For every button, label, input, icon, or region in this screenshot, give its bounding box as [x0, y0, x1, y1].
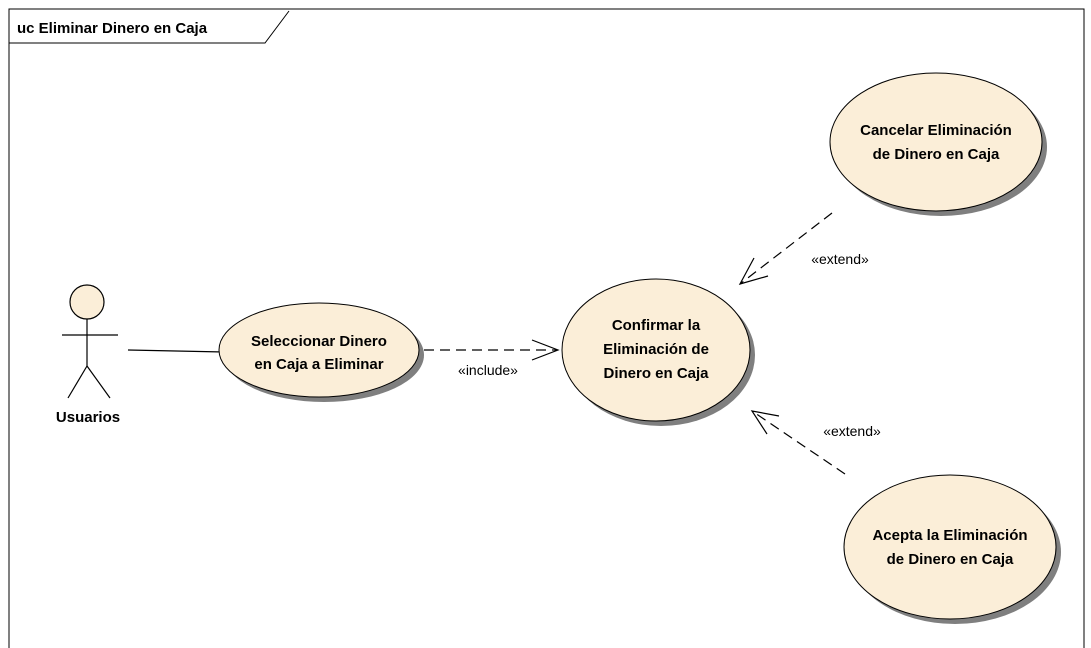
extend-arrowhead-top [738, 257, 769, 285]
frame-title: uc Eliminar Dinero en Caja [17, 20, 208, 37]
association-line [127, 349, 225, 353]
use-case-cancelar[interactable]: Cancelar Eliminación de Dinero en Caja [829, 72, 1047, 216]
use-case-label-line-2: de Dinero en Caja [887, 551, 1014, 568]
use-case-acepta[interactable]: Acepta la Eliminación de Dinero en Caja [843, 474, 1061, 624]
use-case-ellipse [561, 278, 751, 422]
include-arrowhead [531, 339, 560, 361]
actor-right-leg [86, 365, 111, 399]
actor-label: Usuarios [56, 409, 120, 426]
use-case-label-line-2: de Dinero en Caja [873, 146, 1000, 163]
extend-relation-bottom: «extend» [750, 410, 881, 475]
extend-arrowhead-bottom [750, 410, 780, 435]
use-case-ellipse [218, 302, 420, 398]
extend-line-bottom [751, 410, 846, 475]
use-case-label-line-1: Acepta la Eliminación [872, 527, 1027, 544]
use-case-label-line-3: Dinero en Caja [603, 365, 709, 382]
use-case-label-line-1: Confirmar la [612, 317, 701, 334]
use-case-label-line-2: en Caja a Eliminar [254, 356, 383, 373]
use-case-seleccionar[interactable]: Seleccionar Dinero en Caja a Eliminar [218, 302, 424, 402]
include-relation: «include» [424, 339, 560, 378]
frame-title-tab [9, 10, 290, 44]
actor-head [69, 284, 105, 320]
use-case-label-line-1: Cancelar Eliminación [860, 122, 1012, 139]
extend-relation-top: «extend» [738, 212, 869, 285]
include-label: «include» [458, 362, 518, 378]
use-case-label-line-1: Seleccionar Dinero [251, 333, 387, 350]
extend-label-bottom: «extend» [823, 423, 881, 439]
use-case-label-line-2: Eliminación de [603, 341, 709, 358]
extend-label-top: «extend» [811, 251, 869, 267]
use-case-ellipse [829, 72, 1043, 212]
actor-usuarios[interactable]: Usuarios [56, 284, 120, 426]
diagram-frame: uc Eliminar Dinero en Caja [8, 8, 1085, 648]
use-case-confirmar[interactable]: Confirmar la Eliminación de Dinero en Ca… [561, 278, 755, 426]
use-case-ellipse [843, 474, 1057, 620]
extend-line-top [739, 212, 833, 285]
actor-left-leg [67, 365, 88, 399]
